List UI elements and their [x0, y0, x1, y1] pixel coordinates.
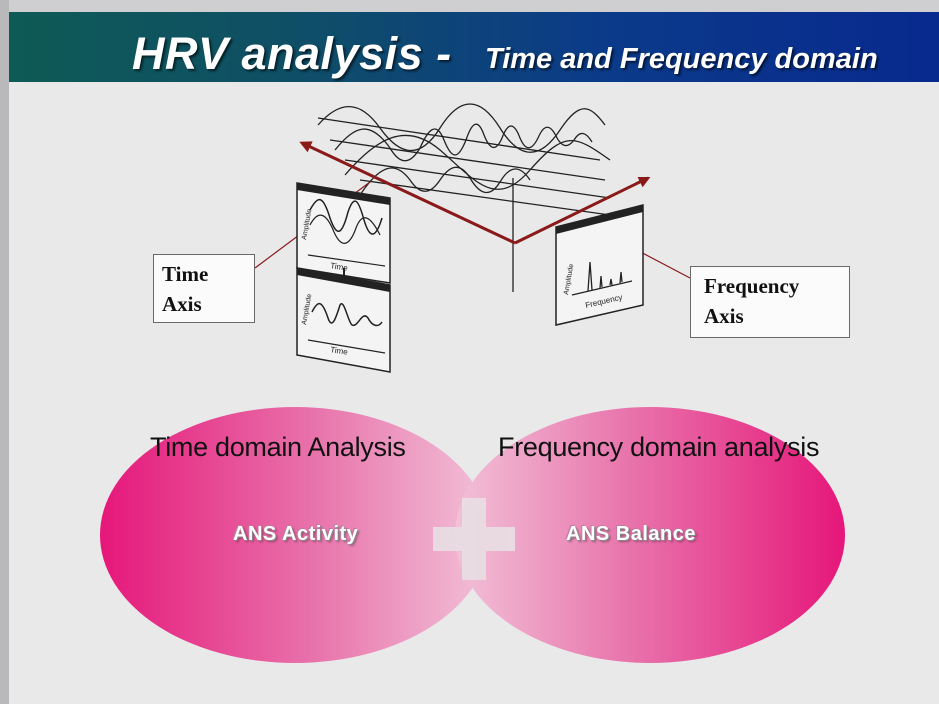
time-axis-arrow [299, 141, 516, 245]
domain-lobes [100, 407, 845, 663]
frequency-axis-label: Frequency Axis [690, 266, 850, 338]
time-domain-lobe [100, 407, 490, 663]
waveform-stack [317, 103, 611, 292]
plus-icon [433, 498, 515, 580]
frequency-domain-lobe [455, 407, 845, 663]
time-panel-top: Time Amplitude [296, 182, 391, 284]
title-bar [9, 12, 939, 82]
wave-baseline-1 [317, 117, 601, 161]
time-axis-label: Time Axis [153, 254, 255, 323]
wave-baseline-2 [329, 139, 606, 181]
frequency-axis-arrow [514, 176, 651, 245]
wave-line-1 [317, 103, 606, 153]
wave-line-3 [344, 134, 611, 190]
frequency-axis-label-line1: Frequency [704, 274, 800, 298]
frequency-axis-label-line2: Axis [704, 304, 744, 328]
time-axis-label-line1: Time [162, 262, 209, 286]
wave-baseline-3 [344, 159, 611, 199]
time-panel-bottom: Time Amplitude [296, 267, 391, 373]
panel-axis-time-1: Time [330, 261, 349, 273]
ans-balance-text: ANS Balance [566, 523, 696, 545]
slide-subtitle: Time and Frequency domain [485, 43, 878, 75]
frequency-domain-heading: Frequency domain analysis [498, 432, 820, 462]
window-top-edge [0, 0, 939, 12]
frequency-panel: Frequency Amplitude [555, 204, 644, 326]
slide-title: HRV analysis - [132, 28, 452, 79]
time-axis-label-line2: Axis [162, 292, 202, 316]
time-domain-heading: Time domain Analysis [150, 432, 406, 462]
window-left-edge [0, 0, 9, 704]
wave-baseline-4 [359, 179, 611, 216]
ans-activity-text: ANS Activity [233, 523, 359, 545]
wave-line-2 [334, 123, 593, 162]
wave-line-4 [359, 166, 531, 196]
panel-axis-time-2: Time [330, 345, 349, 357]
